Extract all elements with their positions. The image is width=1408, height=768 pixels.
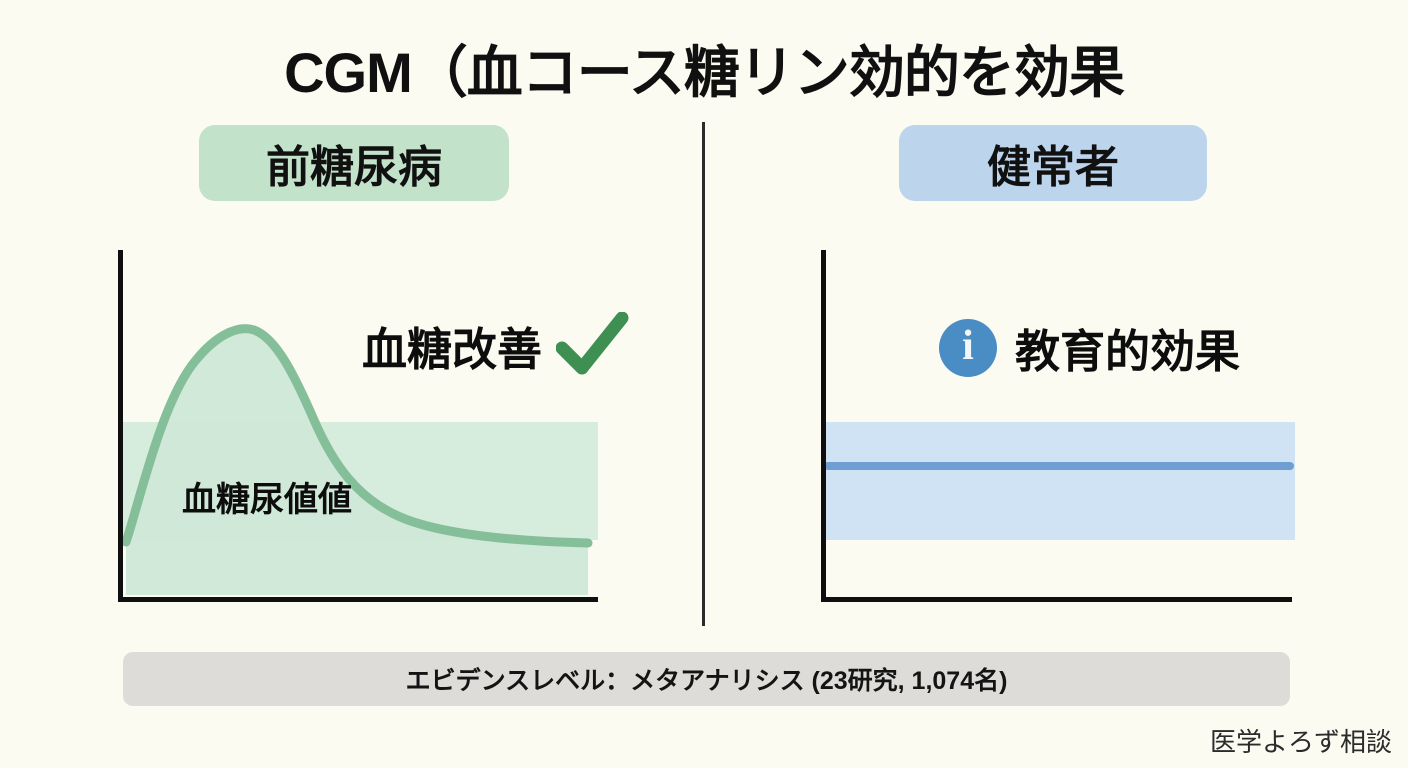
chart-prediabetes: 血糖尿値値 — [118, 250, 600, 602]
y-axis-left — [118, 250, 123, 600]
column-badge-healthy-label: 健常者 — [987, 143, 1119, 192]
glucose-curve-fill — [126, 328, 588, 595]
x-axis-left — [118, 597, 598, 602]
evidence-level-bar: エビデンスレベル：メタアナリシス (23研究, 1,074名) — [123, 652, 1290, 706]
annotation-educational-effect-label: 教育的効果 — [1015, 326, 1241, 377]
reference-band-blue — [825, 422, 1295, 540]
evidence-level-text: エビデンスレベル：メタアナリシス (23研究, 1,074名) — [405, 667, 1008, 695]
glucose-curve — [121, 324, 593, 595]
green-check-icon — [556, 312, 629, 375]
annotation-glucose-improved-label: 血糖改善 — [362, 323, 543, 375]
column-badge-prediabetes: 前糖尿病 — [199, 125, 509, 201]
y-axis-right — [821, 250, 826, 600]
annotation-glucose-improved: 血糖改善 — [362, 312, 630, 378]
watermark: 医学よろず相談 — [1209, 727, 1392, 757]
reference-band-label: 血糖尿値値 — [182, 481, 352, 519]
vertical-divider — [702, 122, 705, 626]
column-badge-healthy: 健常者 — [899, 125, 1207, 201]
glucose-curve-line — [121, 324, 593, 548]
column-badge-prediabetes-label: 前糖尿病 — [266, 143, 442, 192]
info-icon: i — [939, 318, 997, 377]
x-axis-right — [821, 597, 1292, 602]
chart-healthy — [821, 250, 1295, 602]
glucose-flat-line — [824, 462, 1294, 470]
info-icon-glyph: i — [962, 322, 974, 369]
annotation-educational-effect: i 教育的効果 — [939, 315, 1240, 380]
page-title: CGM（血コース糖リン効的を効果 — [284, 41, 1125, 104]
